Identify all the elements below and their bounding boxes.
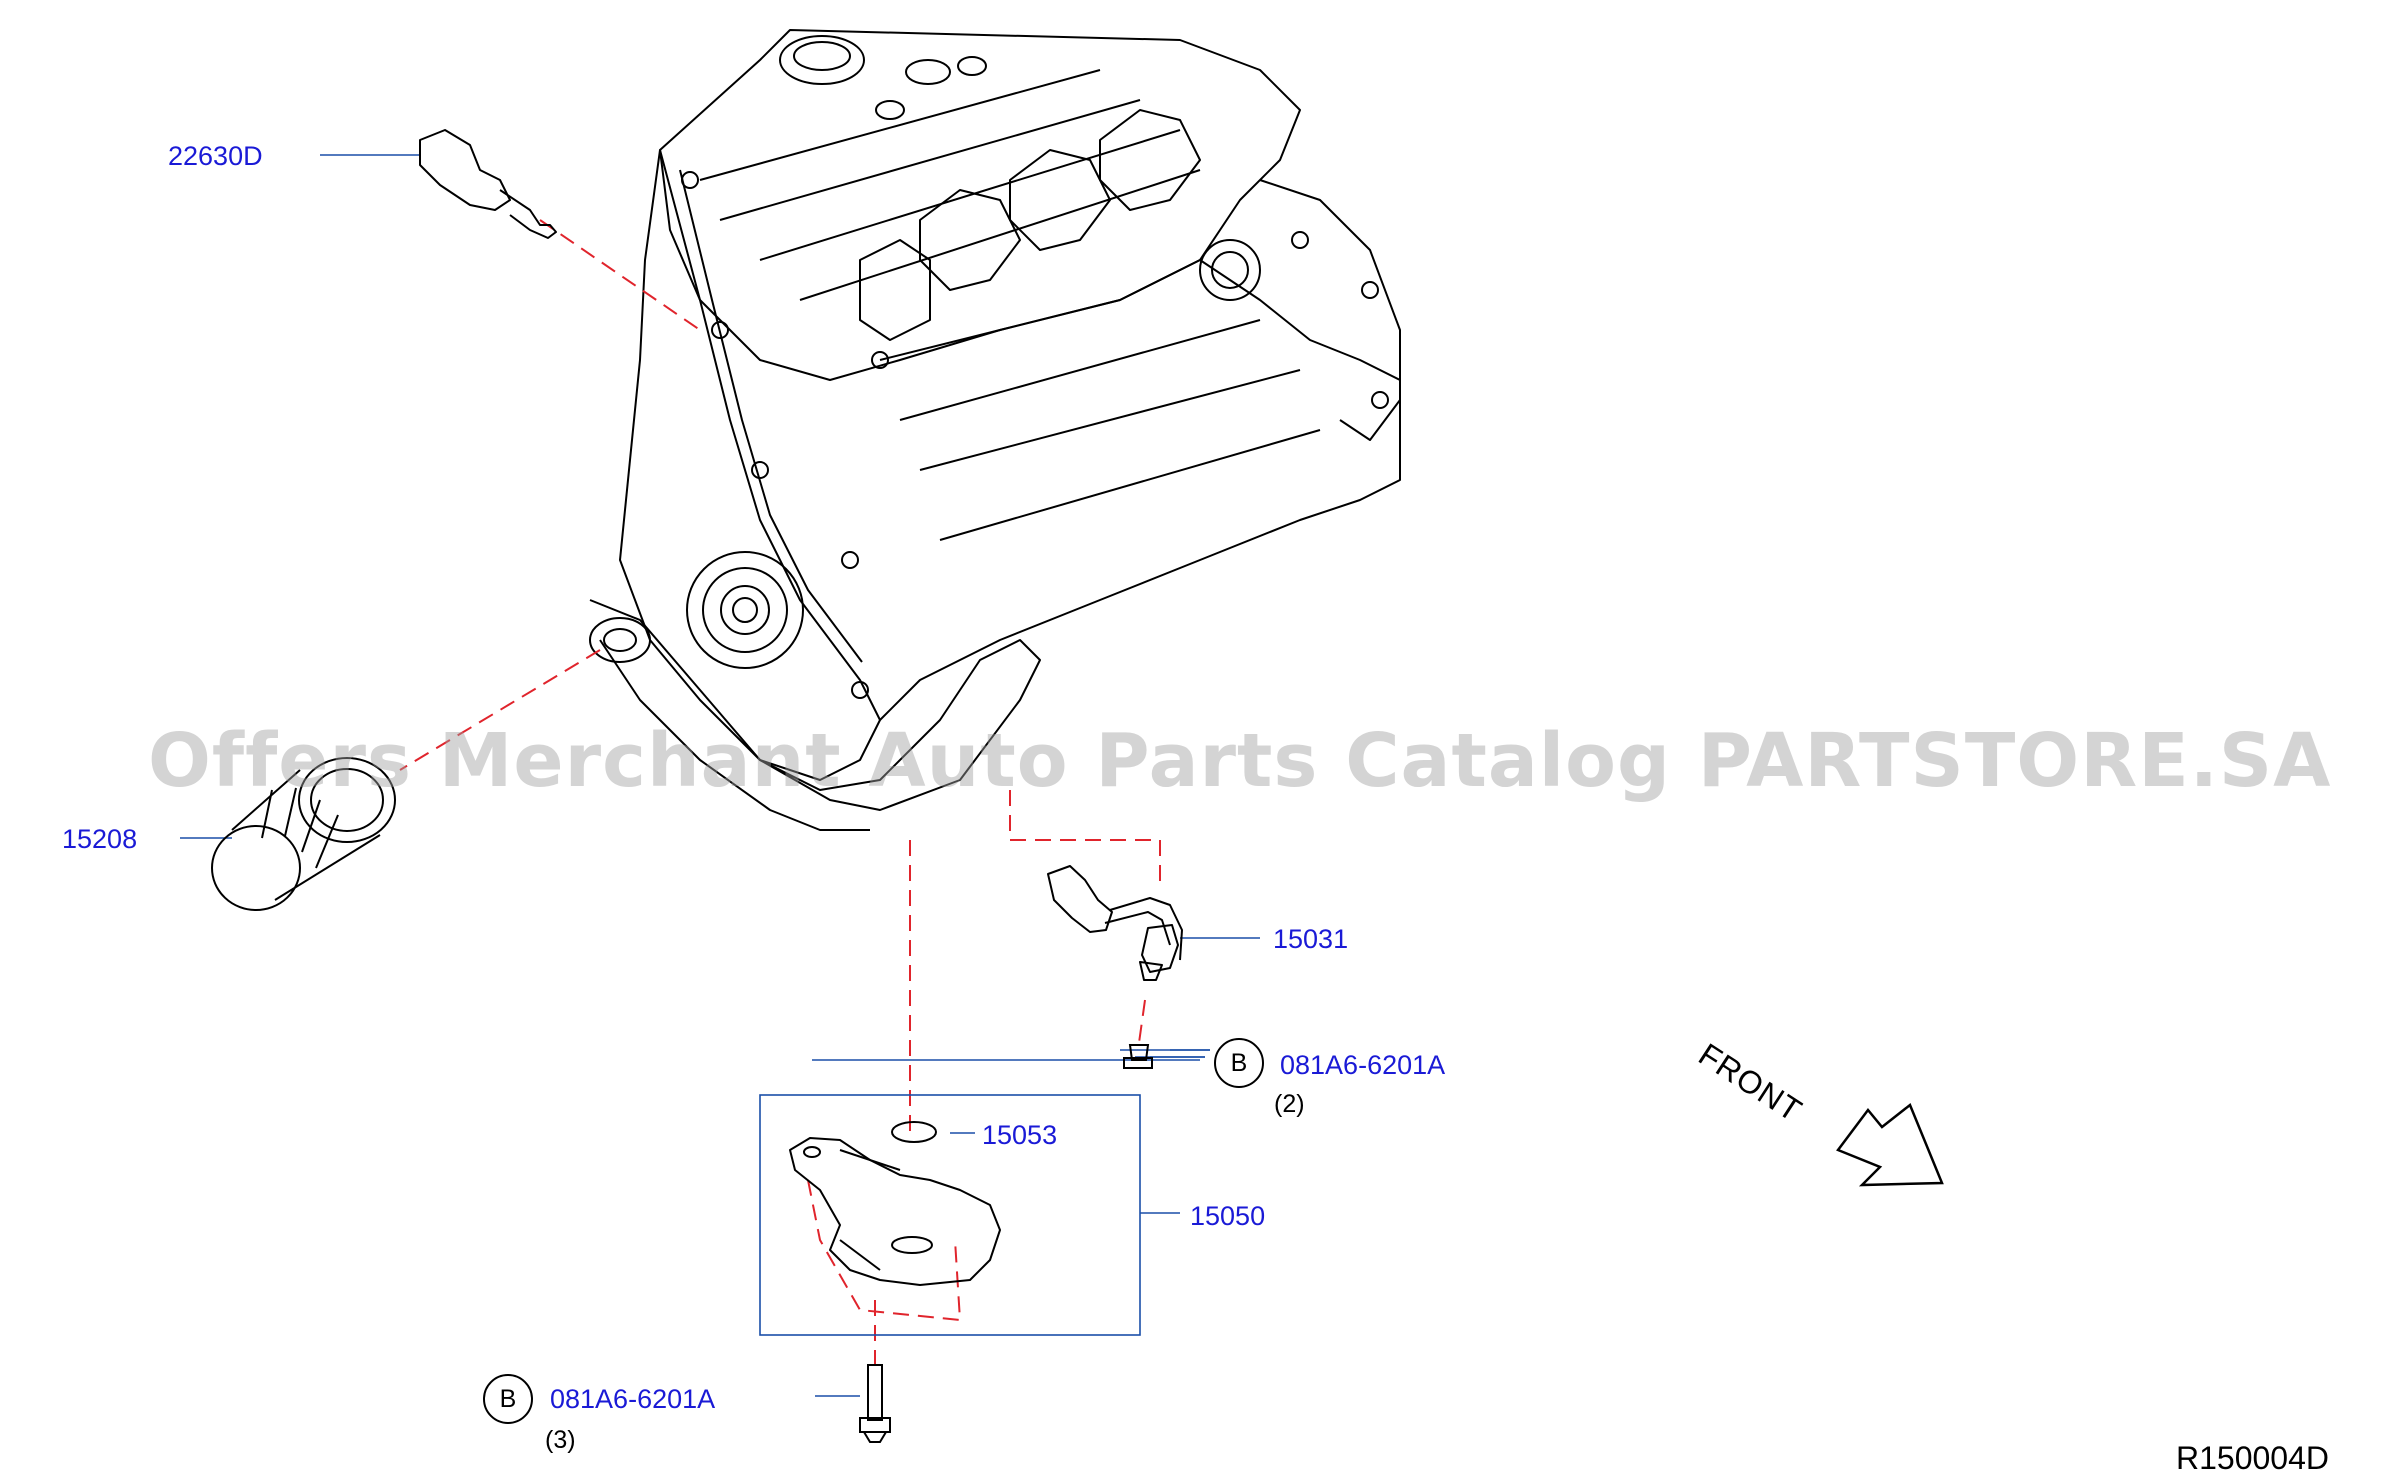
o-ring-drawing — [891, 1121, 937, 1143]
callout-b-upper: B — [1214, 1038, 1264, 1088]
part-label-15050[interactable]: 15050 — [1190, 1201, 1266, 1231]
part-label-bolt-lower[interactable]: 081A6-6201A — [550, 1384, 716, 1414]
part-label-22630d[interactable]: 22630D — [168, 141, 263, 171]
assembly-dashed-lines — [399, 219, 1161, 1370]
part-label-15031[interactable]: 15031 — [1273, 924, 1349, 954]
part-label-15053[interactable]: 15053 — [982, 1120, 1058, 1150]
diagram-reference-code: R150004D — [2176, 1440, 2329, 1476]
part-label-15208[interactable]: 15208 — [62, 824, 138, 854]
oil-strainer-drawing — [789, 1137, 1001, 1286]
bolt-upper-quantity: (2) — [1274, 1090, 1305, 1118]
bolt-lower-quantity: (3) — [545, 1426, 576, 1454]
part-label-bolt-upper[interactable]: 081A6-6201A — [1280, 1050, 1446, 1080]
oil-pump-group-box — [759, 1094, 1141, 1336]
callout-b-lower: B — [483, 1374, 533, 1424]
engine-block-drawing — [589, 29, 1401, 831]
lower-bolt-drawing — [859, 1364, 891, 1443]
oil-filter-drawing — [211, 757, 396, 911]
upper-bolt-drawing — [1123, 1044, 1153, 1069]
oil-pressure-switch-drawing — [1047, 865, 1183, 981]
front-arrow-icon — [1836, 1102, 1944, 1187]
temperature-sensor-drawing — [419, 129, 557, 239]
